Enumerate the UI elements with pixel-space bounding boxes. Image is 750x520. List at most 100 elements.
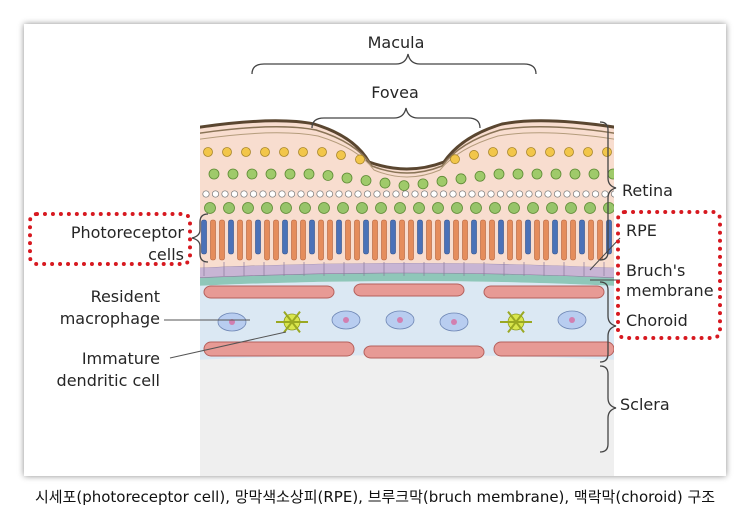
rod-cell [246, 219, 252, 261]
ganglion-cell [298, 147, 308, 157]
bipolar-cell [436, 175, 448, 187]
rod-cell [264, 219, 270, 261]
blood-vessel [483, 285, 605, 299]
nuclear-layer-cell [202, 190, 210, 198]
nuclear-layer-cell [287, 190, 296, 198]
bruchs-membrane-layer [200, 273, 614, 286]
rod-cell [507, 219, 513, 261]
bipolar-cell [550, 168, 562, 180]
bipolar-cell [569, 168, 581, 180]
rod-cell [435, 219, 441, 261]
macula-brace [251, 53, 537, 75]
nuclear-cell [261, 202, 273, 214]
nuclear-layer-cell [487, 190, 495, 198]
rod-cell [372, 219, 378, 261]
ganglion-cell [317, 147, 327, 157]
nuclear-layer-cell [240, 190, 248, 198]
resident-label-line1: Resident [90, 287, 160, 306]
nuclear-layer-cell [506, 190, 514, 198]
rod-cell [318, 219, 324, 261]
bipolar-cell [322, 170, 334, 181]
fovea-brace [311, 107, 481, 129]
blood-vessel [353, 283, 465, 297]
rod-cell [588, 219, 594, 261]
cone-cell [606, 219, 612, 255]
rod-cell [543, 219, 549, 261]
bipolar-cell [284, 168, 296, 180]
ganglion-cell [526, 147, 536, 157]
nuclear-layer-cell [610, 190, 614, 198]
nuclear-layer-cell [411, 190, 419, 198]
ganglion-cell [355, 154, 365, 165]
nuclear-layer-cell [278, 190, 286, 198]
cone-cell [417, 219, 423, 255]
rod-cell [399, 219, 405, 261]
nuclear-layer-cell [553, 190, 562, 198]
ganglion-cell [602, 147, 612, 157]
rod-cell [561, 219, 567, 261]
cone-cell [444, 219, 450, 255]
cone-cell [525, 219, 531, 255]
cone-cell [552, 219, 558, 255]
rod-cell [210, 219, 216, 261]
nuclear-layer-cell [458, 190, 467, 198]
nuclear-layer-cell [268, 190, 277, 198]
bipolar-cell [208, 168, 220, 180]
bipolar-cell [303, 168, 315, 180]
nuclear-cell [603, 202, 614, 214]
ganglion-cell [583, 147, 593, 157]
immature-label-line2: dendritic cell [56, 371, 160, 390]
rod-cell [462, 219, 468, 261]
rod-cell [327, 219, 333, 261]
rod-cell [273, 219, 279, 261]
bruchs-label-line1: Bruch's [626, 261, 686, 280]
nuclear-layer-cell [344, 190, 353, 198]
rpe-choroid-highlight-box [616, 210, 722, 340]
blood-vessel [203, 341, 355, 357]
nuclear-cell [527, 202, 539, 214]
cone-cell [201, 219, 207, 255]
bipolar-cell [360, 175, 372, 186]
bipolar-cell [493, 168, 505, 180]
eye-layers-illustration [164, 53, 621, 476]
bipolar-cell [607, 168, 614, 180]
nuclear-layer-cell [354, 190, 362, 198]
rod-cell [300, 219, 306, 261]
rod-cell [516, 219, 522, 261]
nuclear-cell [280, 202, 292, 214]
nuclear-layer-cell [316, 190, 324, 198]
retina-brace [599, 121, 617, 261]
ganglion-cell [260, 147, 270, 157]
ganglion-cell [545, 147, 555, 157]
bipolar-cell [588, 168, 600, 180]
photoreceptor-highlight-box [28, 212, 192, 266]
rod-cell [408, 219, 414, 261]
rpe-label: RPE [626, 221, 657, 240]
nuclear-layer-cell [525, 190, 533, 198]
cone-cell [282, 219, 288, 255]
nuclear-layer-cell [515, 190, 524, 198]
nuclear-cell [318, 202, 330, 214]
bipolar-cell [398, 180, 410, 192]
nuclear-layer-cell [211, 190, 220, 198]
nuclear-cell [299, 202, 311, 214]
cone-cell [471, 219, 477, 255]
nuclear-layer-cell [392, 190, 400, 198]
cone-cell [363, 219, 369, 255]
nuclear-layer-cell [430, 190, 438, 198]
nuclear-cell [337, 202, 349, 214]
cone-cell [390, 219, 396, 255]
nuclear-layer-cell [582, 190, 590, 198]
photoreceptor-brace [191, 213, 209, 263]
cone-cell [336, 219, 342, 255]
ganglion-cell [507, 147, 517, 157]
nuclear-cell [470, 202, 482, 214]
bipolar-cell [417, 178, 429, 190]
ganglion-cell [488, 147, 498, 157]
bipolar-cell [512, 168, 524, 180]
ganglion-cell [222, 147, 232, 157]
nuclear-layer-cell [449, 190, 457, 198]
nuclear-layer-cell [534, 190, 543, 198]
nuclear-layer-cell [306, 190, 315, 198]
ganglion-cell [469, 150, 479, 160]
